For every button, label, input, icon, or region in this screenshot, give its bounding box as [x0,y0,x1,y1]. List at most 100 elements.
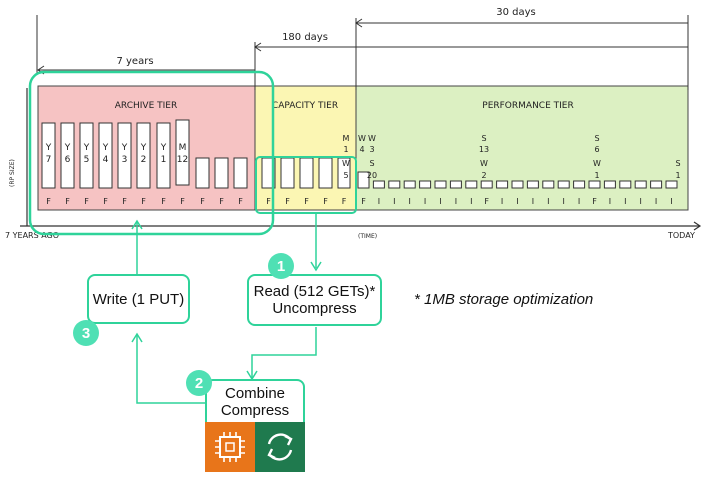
performance-bar [403,180,416,189]
archive-bar-label-top: Y [45,143,52,153]
processor-chip-icon [205,422,255,472]
full-backup-marker: F [361,197,366,206]
performance-label-bottom: 1 [594,171,599,180]
archive-bar-label-top: Y [121,143,128,153]
full-backup-marker: F [484,197,489,206]
storage-optimization-note: * 1MB storage optimization [414,291,594,308]
full-backup-marker: F [238,197,243,206]
combine-step-label: Combine [224,385,286,402]
archive-bar-label-top: M [179,143,187,153]
axis-left-label: 7 YEARS AGO [5,231,59,240]
axis-time-label: (TIME) [358,233,377,240]
incremental-backup-marker: I [424,197,426,206]
performance-bar [511,180,524,189]
capacity-bar-label-top: M [343,134,350,143]
performance-bar [496,180,509,189]
performance-bar [588,180,601,189]
refresh-cycle-icon [255,422,305,472]
performance-bar [542,180,555,189]
incremental-backup-marker: I [501,197,503,206]
full-backup-marker: F [304,197,309,206]
incremental-backup-marker: I [532,197,534,206]
performance-bar [619,180,632,189]
capacity-bar [299,157,314,189]
performance-label-top: W [480,159,488,168]
performance-label-bottom: 13 [479,145,489,154]
archive-bar [175,119,190,186]
archive-bar [41,122,56,189]
performance-label-top: S [594,134,599,143]
incremental-backup-marker: I [547,197,549,206]
archive-month-bar [195,157,210,189]
incremental-backup-marker: I [624,197,626,206]
performance-label-bottom: 6 [594,145,599,154]
flow-arrow-to-write [136,335,205,404]
incremental-backup-marker: I [378,197,380,206]
archive-bar-label-bottom: 6 [65,155,71,165]
full-backup-marker: F [323,197,328,206]
archive-bar-label-bottom: 1 [161,155,167,165]
step-3-badge: 3 [73,320,99,346]
read-step-label: Read (512 GETs)* [253,283,376,300]
performance-label-bottom: 4 [359,145,364,154]
archive-bar [79,122,94,189]
performance-bar [650,180,663,189]
archive-tier-label: ARCHIVE TIER [115,101,177,111]
incremental-backup-marker: I [516,197,518,206]
incremental-backup-marker: I [409,197,411,206]
performance-label-top: S [481,134,486,143]
combine-step-box: Combine Compress [205,379,305,423]
capacity-highlight-frame [255,156,357,214]
performance-label-bottom: 1 [675,171,680,180]
performance-bar [434,180,447,189]
step-1-badge: 1 [268,253,294,279]
performance-label-top: W [358,134,366,143]
full-backup-marker: F [65,197,70,206]
performance-label-bottom: 3 [369,145,374,154]
read-step-box: Read (512 GETs)* Uncompress [247,274,382,326]
performance-bar [603,180,616,189]
performance-bar [480,180,493,189]
archive-bar [156,122,171,189]
incremental-backup-marker: I [609,197,611,206]
performance-bar [665,180,678,189]
axis-y-label: (RP SIZE) [9,159,16,187]
full-backup-marker: F [342,197,347,206]
compress-step-label: Compress [220,402,290,419]
axis-right-label: TODAY [667,231,695,240]
performance-label-top: W [368,134,376,143]
performance-label-top: W [593,159,601,168]
performance-bar [573,180,586,189]
archive-bar-label-top: Y [83,143,90,153]
full-backup-marker: F [122,197,127,206]
performance-tall-bar [357,171,370,189]
full-backup-marker: F [266,197,271,206]
range-7y-label: 7 years [116,56,153,67]
incremental-backup-marker: I [563,197,565,206]
performance-label-bottom: 2 [481,171,486,180]
archive-bar-label-bottom: 3 [122,155,128,165]
archive-bar [136,122,151,189]
performance-tier-label: PERFORMANCE TIER [482,101,573,111]
performance-bar [449,180,462,189]
incremental-backup-marker: I [578,197,580,206]
performance-bar [634,180,647,189]
performance-label-top: S [675,159,680,168]
performance-bar [372,180,385,189]
full-backup-marker: F [46,197,51,206]
incremental-backup-marker: I [393,197,395,206]
range-180d-label: 180 days [282,32,328,43]
write-step-box: Write (1 PUT) [87,274,190,324]
full-backup-marker: F [200,197,205,206]
performance-bar [388,180,401,189]
incremental-backup-marker: I [455,197,457,206]
performance-bar [419,180,432,189]
full-backup-marker: F [219,197,224,206]
archive-bar-label-bottom: 5 [84,155,90,165]
write-step-label: Write (1 PUT) [92,290,185,308]
performance-tier-region [355,85,689,211]
range-30d-label: 30 days [496,7,536,18]
performance-bar [557,180,570,189]
